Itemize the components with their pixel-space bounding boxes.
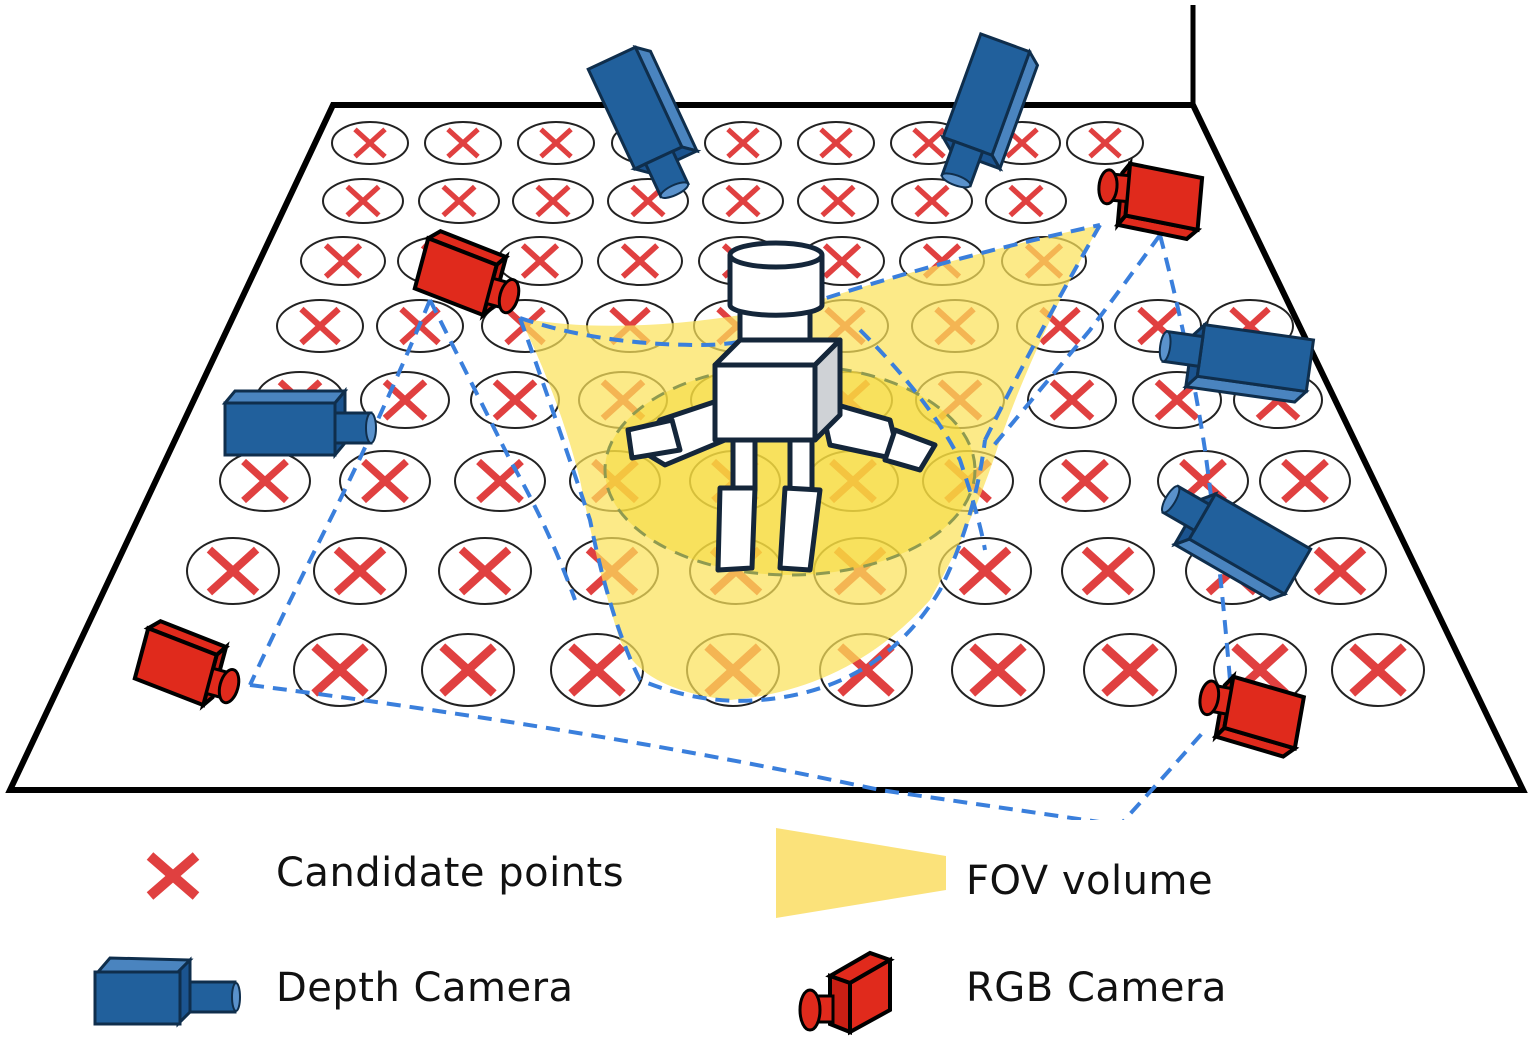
candidate-point xyxy=(517,121,595,165)
candidate-point xyxy=(418,178,500,224)
candidate-x-icon xyxy=(146,852,200,900)
candidate-point xyxy=(702,178,784,224)
candidate-point xyxy=(1039,450,1131,512)
candidate-point xyxy=(331,121,409,165)
candidate-point xyxy=(985,178,1067,224)
candidate-point xyxy=(797,121,875,165)
candidate-point xyxy=(550,633,644,707)
legend-depth-label: Depth Camera xyxy=(276,965,574,1011)
candidate-point xyxy=(300,236,386,286)
candidate-point xyxy=(1066,121,1144,165)
candidate-point xyxy=(891,178,973,224)
legend-depth-label-wrap: Depth Camera xyxy=(276,965,574,1011)
candidate-point xyxy=(421,633,515,707)
candidate-point xyxy=(438,537,532,605)
candidate-point xyxy=(424,121,502,165)
candidate-point xyxy=(293,633,387,707)
robot xyxy=(625,240,938,573)
candidate-point xyxy=(1027,371,1117,429)
legend-candidate-points xyxy=(140,848,206,904)
candidate-point xyxy=(512,178,594,224)
candidate-point xyxy=(313,537,407,605)
candidate-point xyxy=(597,236,683,286)
legend-fov-label-wrap: FOV volume xyxy=(966,858,1213,904)
legend-rgb-label-wrap: RGB Camera xyxy=(966,965,1227,1011)
candidate-point xyxy=(951,633,1045,707)
candidate-point xyxy=(1083,633,1177,707)
legend-fov-volume xyxy=(776,828,948,918)
coverage-lines xyxy=(248,223,1232,820)
fov-volume-icon xyxy=(776,828,946,918)
legend-fov-label: FOV volume xyxy=(966,858,1214,904)
legend-candidate-label: Candidate points xyxy=(276,850,625,896)
legend-rgb-camera xyxy=(790,948,920,1038)
candidate-point xyxy=(1259,450,1351,512)
legend: Candidate points Depth Camera FOV volume… xyxy=(0,820,1533,1043)
legend-depth-camera xyxy=(90,950,250,1030)
depth-camera-icon xyxy=(93,956,241,1028)
camera-placement-scene xyxy=(5,5,1528,820)
candidate-point xyxy=(276,299,364,353)
candidate-point xyxy=(1061,537,1155,605)
candidate-point xyxy=(704,121,782,165)
candidate-point xyxy=(1331,633,1425,707)
rgb-camera-icon xyxy=(798,950,895,1036)
legend-rgb-label: RGB Camera xyxy=(966,965,1227,1011)
candidate-point xyxy=(322,178,404,224)
candidate-point xyxy=(797,178,879,224)
legend-candidate-label-wrap: Candidate points xyxy=(276,850,624,896)
candidate-point xyxy=(339,450,431,512)
candidate-point xyxy=(186,537,280,605)
